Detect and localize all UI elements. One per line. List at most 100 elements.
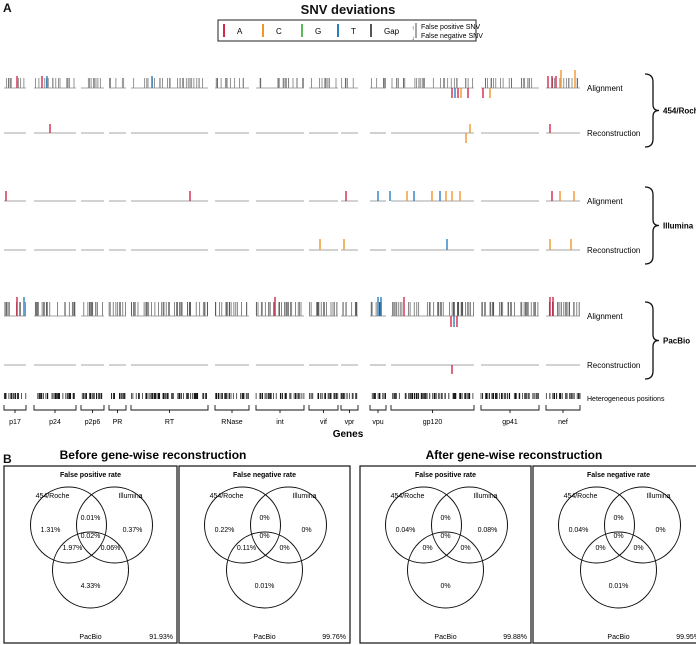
row-label-reconstruction: Reconstruction (587, 129, 640, 138)
gene-bracket (3, 405, 27, 411)
legend-false-positive: False positive SNV (421, 24, 480, 31)
venn-set-label: 454/Roche (391, 493, 425, 500)
venn-circle (558, 486, 635, 564)
legend-false-negative: False negative SNV (421, 33, 483, 40)
gene-bracket (545, 405, 581, 411)
gene-label: gp41 (502, 419, 518, 426)
venn-set-label: PacBio (434, 634, 456, 641)
gene-bracket (33, 405, 77, 411)
gene-bracket (130, 405, 209, 411)
venn-circle (226, 531, 303, 609)
venn-set-label: 454/Roche (564, 493, 598, 500)
legend-box (217, 19, 477, 42)
venn-circle (76, 486, 153, 564)
venn-region-value: 0.11% (237, 545, 256, 552)
venn-outside-value: 99.95% (676, 634, 696, 641)
legend-label: T (351, 27, 356, 36)
venn-region-value: 0.22% (215, 527, 235, 534)
venn-set-label: 454/Roche (36, 493, 70, 500)
gene-label: p2p6 (85, 419, 101, 426)
venn-outside-value: 91.93% (149, 634, 173, 641)
gene-bracket (390, 405, 475, 411)
gene-bracket (369, 405, 387, 411)
gene-bracket (214, 405, 250, 411)
venn-region-value: 1.31% (41, 527, 61, 534)
panel-a-label: A (3, 1, 12, 15)
venn-region-value: 0% (613, 533, 623, 540)
arrow-up-icon: ↑ (412, 26, 415, 32)
legend-label: Gap (384, 27, 400, 36)
row-label-reconstruction: Reconstruction (587, 361, 640, 370)
heterogeneous-label: Heterogeneous positions (587, 396, 665, 403)
venn-region-value: 0% (259, 515, 269, 522)
platform-brace (644, 73, 660, 148)
section-title: Before gene-wise reconstruction (60, 448, 247, 462)
venn-region-value: 0% (259, 533, 269, 540)
gene-label: vpr (345, 419, 355, 426)
venn-outside-value: 99.88% (503, 634, 527, 641)
venn-box (359, 465, 532, 644)
legend-label: C (276, 27, 282, 36)
venn-circle (250, 486, 327, 564)
venn-region-value: 0% (440, 583, 450, 590)
venn-diagram: False positive rate 454/Roche IlluminaPacB… (359, 465, 532, 644)
venn-region-value: 0% (655, 527, 665, 534)
venn-region-value: 0.08% (478, 527, 498, 534)
venn-subtitle: False positive rate (415, 472, 476, 479)
gene-label: gp120 (423, 419, 443, 426)
gene-label: p17 (9, 419, 21, 426)
venn-box (532, 465, 696, 644)
venn-box (178, 465, 351, 644)
venn-region-value: 0.01% (609, 583, 629, 590)
venn-region-value: 0.01% (255, 583, 275, 590)
gene-label: vif (320, 419, 327, 426)
platform-name: 454/Roche (663, 107, 696, 116)
venn-region-value: 0% (440, 533, 450, 540)
gene-bracket (340, 405, 359, 411)
venn-set-label: PacBio (79, 634, 101, 641)
venn-circle (407, 531, 484, 609)
gene-label: RNase (221, 419, 243, 426)
platform-brace (644, 301, 660, 380)
venn-region-value: 0% (460, 545, 470, 552)
gene-label: p24 (49, 419, 61, 426)
genes-axis-label: Genes (333, 429, 364, 440)
venn-region-value: 0.04% (569, 527, 589, 534)
venn-circle (580, 531, 657, 609)
gene-label: vpu (372, 419, 383, 426)
venn-circle (604, 486, 681, 564)
legend-label: A (237, 27, 243, 36)
arrow-down-icon: ↓ (412, 36, 415, 42)
gene-bracket (80, 405, 105, 411)
venn-box (3, 465, 178, 644)
gene-bracket (480, 405, 540, 411)
venn-region-value: 0.02% (81, 533, 101, 540)
venn-circle (385, 486, 462, 564)
venn-region-value: 0% (422, 545, 432, 552)
venn-set-label: Illumina (292, 493, 316, 500)
platform-name: PacBio (663, 337, 690, 346)
venn-circle (30, 486, 107, 564)
venn-region-value: 0% (633, 545, 643, 552)
gene-label: nef (558, 419, 568, 426)
gene-label: int (276, 419, 283, 426)
venn-region-value: 0% (595, 545, 605, 552)
panel-a-title: SNV deviations (300, 2, 396, 17)
platform-brace (644, 186, 660, 265)
row-label-alignment: Alignment (587, 312, 623, 321)
gene-label: PR (113, 419, 123, 426)
row-label-alignment: Alignment (587, 197, 623, 206)
venn-region-value: 0.01% (81, 515, 101, 522)
venn-region-value: 0% (301, 527, 311, 534)
venn-region-value: 4.33% (81, 583, 101, 590)
venn-set-label: Illumina (473, 493, 497, 500)
gene-bracket (255, 405, 305, 411)
venn-set-label: PacBio (607, 634, 629, 641)
venn-region-value: 0% (613, 515, 623, 522)
platform-name: Illumina (663, 222, 694, 231)
